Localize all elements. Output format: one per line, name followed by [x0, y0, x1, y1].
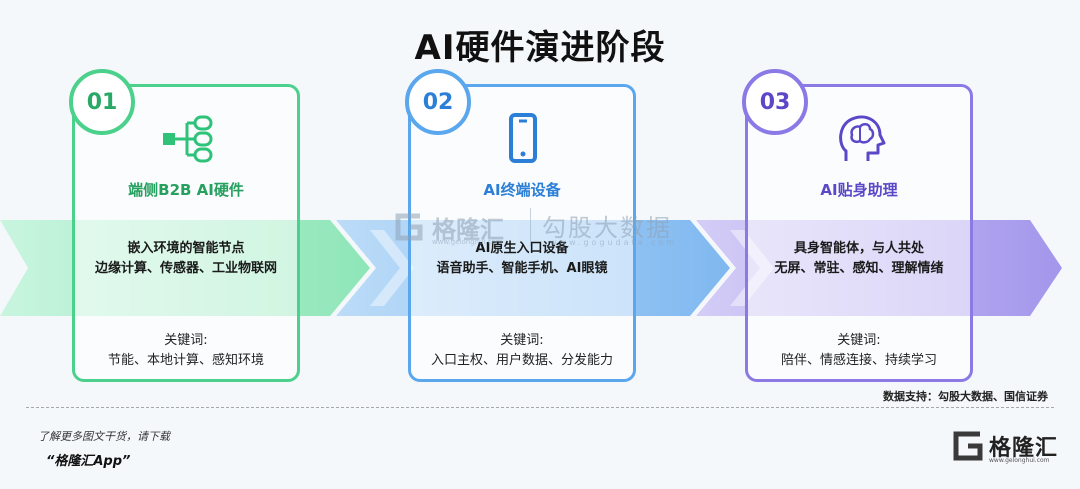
keyword-text: 陪伴、情感连接、持续学习: [780, 353, 937, 368]
stage-description: 具身智能体，与人共处 无屏、常驻、感知、理解情绪: [748, 239, 970, 279]
stage-number: 01: [69, 69, 135, 135]
arrow-chevron: [370, 230, 414, 306]
gelonghui-logo-icon: [953, 431, 983, 461]
keyword-text: 入口主权、用户数据、分发能力: [430, 353, 613, 368]
footer-app-name[interactable]: “格隆汇App”: [46, 454, 131, 469]
watermark-brand: 勾股大数据: [542, 214, 672, 242]
stage-card-1: 01 端侧B2B AI硬件 嵌入环境的智能节点 边缘计算、传感器、工业物联网 关…: [69, 69, 300, 382]
stage-number: 03: [742, 69, 808, 135]
stage-desc-line: 无屏、常驻、感知、理解情绪: [774, 261, 944, 276]
gelonghui-logo-icon: [395, 213, 423, 241]
stage-title: AI贴身助理: [820, 181, 898, 199]
footer-download-hint: 了解更多图文干货，请下载: [38, 430, 170, 443]
stage-title: AI终端设备: [483, 181, 561, 199]
stage-description: 嵌入环境的智能节点 边缘计算、传感器、工业物联网: [75, 239, 297, 279]
watermark-name: 格隆汇: [432, 216, 504, 244]
keyword-text: 节能、本地计算、感知环境: [107, 353, 264, 368]
stage-desc-line: AI原生入口设备: [475, 241, 569, 256]
watermark-divider: [530, 208, 531, 246]
stage-desc-line: 具身智能体，与人共处: [793, 241, 924, 256]
stage-desc-line: 嵌入环境的智能节点: [127, 241, 245, 256]
source-note: 数据支持：勾股大数据、国信证券: [883, 390, 1048, 403]
stage-desc-line: 边缘计算、传感器、工业物联网: [94, 261, 277, 276]
watermark-url: www.gogudata.com: [550, 238, 678, 247]
watermark: 格隆汇 www.gelonghui.com 勾股大数据 www.gogudata…: [392, 204, 702, 250]
keyword-label: 关键词:: [500, 333, 544, 348]
stage-card-2: 02 AI终端设备 AI原生入口设备 语音助手、智能手机、AI眼镜 关键词: 入…: [405, 69, 636, 382]
brain-head-icon: [839, 115, 886, 161]
footer-brand-name: 格隆汇: [989, 436, 1059, 461]
stage-description: AI原生入口设备 语音助手、智能手机、AI眼镜: [411, 239, 633, 279]
keyword-label: 关键词:: [164, 333, 208, 348]
stage-number: 02: [405, 69, 471, 135]
watermark-name-url: www.gelonghui.com: [432, 238, 503, 246]
footer-divider: [26, 407, 1054, 408]
footer-brand-url: www.gelonghui.com: [989, 457, 1050, 464]
stage-desc-line: 语音助手、智能手机、AI眼镜: [436, 261, 608, 276]
page-title: AI硬件演进阶段: [414, 28, 666, 68]
smartphone-icon: [509, 113, 537, 163]
stage-card-3: 03 AI贴身助理 具身智能体，与人共处 无屏、常驻、感知、理解情绪 关键词: …: [742, 69, 973, 382]
stage-title: 端侧B2B AI硬件: [128, 181, 244, 199]
node-tree-icon: [163, 115, 213, 163]
keyword-label: 关键词:: [837, 333, 881, 348]
